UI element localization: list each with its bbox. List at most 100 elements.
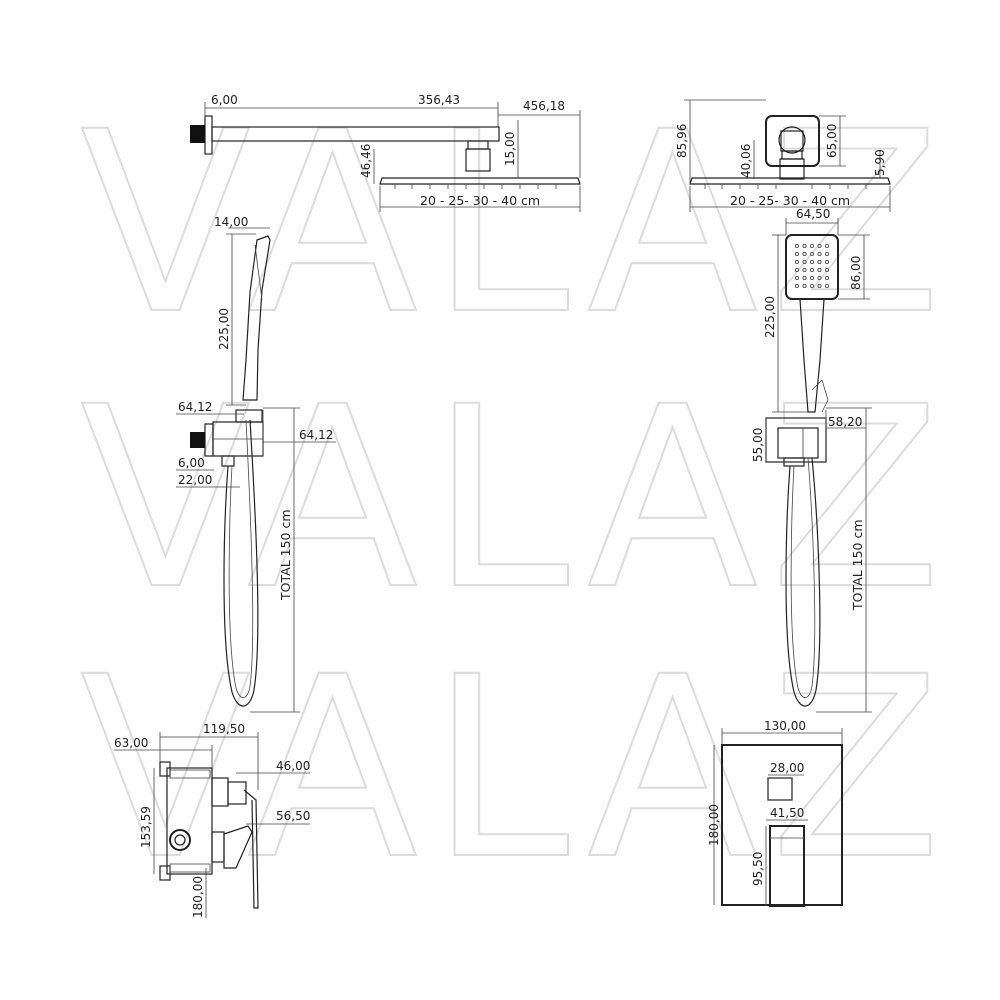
dim-55-00: 55,00 <box>751 428 765 462</box>
inlet-port-inner <box>174 834 186 846</box>
nozzle-dot <box>825 283 830 288</box>
nut-front <box>779 158 805 180</box>
lever-front <box>769 825 805 907</box>
dim-40-06: 40,06 <box>739 144 753 178</box>
dim-46-00: 46,00 <box>276 759 310 773</box>
watermark-row-3: VALAZ <box>80 623 953 914</box>
hand-shower-handle <box>799 298 825 413</box>
holder-thread <box>190 432 205 448</box>
dim-180-00-left: 180,00 <box>191 876 205 918</box>
nozzle-dot <box>802 283 807 288</box>
nozzle-dot <box>810 283 815 288</box>
shower-arm-side-view: 6,00 356,43 456,18 46,46 15,00 20 - 25- … <box>190 93 581 212</box>
nozzle-dot <box>802 259 807 264</box>
nozzle-dot <box>817 251 822 256</box>
nozzle-dot <box>817 283 822 288</box>
shower-arm <box>211 126 500 142</box>
diverter-knob-front <box>767 777 793 801</box>
watermark: VALAZ VALAZ VALAZ <box>79 77 953 915</box>
nozzle-dot <box>817 267 822 272</box>
rain-head-front <box>689 177 891 185</box>
dim-64-12-a: 64,12 <box>178 400 212 414</box>
box-tab-bottom <box>159 865 171 881</box>
wall-plate <box>765 115 820 167</box>
dim-85-96: 85,96 <box>675 124 689 158</box>
dim-46-46: 46,46 <box>359 144 373 178</box>
dim-58-20: 58,20 <box>828 415 862 429</box>
dim-153-59: 153,59 <box>139 806 153 848</box>
dim-6-00-mid: 6,00 <box>178 456 205 470</box>
nozzle-dot <box>810 275 815 280</box>
nozzle-dot <box>825 243 830 248</box>
dim-119-50: 119,50 <box>203 722 245 736</box>
dim-63-00: 63,00 <box>114 736 148 750</box>
hose-outer <box>223 419 259 707</box>
dim-22-00: 22,00 <box>178 473 212 487</box>
valve-side-view: 119,50 63,00 46,00 56,50 153,59 180,00 <box>114 722 310 918</box>
dim-15-00: 15,00 <box>503 132 517 166</box>
nozzle-dot <box>810 259 815 264</box>
hand-shower-nozzles <box>795 243 830 288</box>
dim-64-50: 64,50 <box>796 207 830 221</box>
rain-head-side <box>379 177 581 185</box>
hand-shower-body-side <box>242 235 271 401</box>
nozzles-front <box>704 184 867 189</box>
nozzle-dot <box>810 251 815 256</box>
nozzle-dot <box>817 243 822 248</box>
dim-356-43: 356,43 <box>418 93 460 107</box>
nozzle-dot <box>795 243 800 248</box>
wall-thread <box>190 125 205 143</box>
dim-130-00: 130,00 <box>764 719 806 733</box>
dim-5-90: 5,90 <box>873 149 887 176</box>
dim-41-50: 41,50 <box>770 806 804 820</box>
dim-180-00-right: 180,00 <box>707 804 721 846</box>
dim-14-00: 14,00 <box>214 215 248 229</box>
dim-total-right: TOTAL 150 cm <box>850 519 865 611</box>
nozzle-dot <box>795 267 800 272</box>
nozzle-dot <box>825 259 830 264</box>
valve-front-view: 130,00 28,00 41,50 180,00 95,50 <box>707 719 843 907</box>
nozzle-dot <box>825 275 830 280</box>
nozzle-dot <box>795 283 800 288</box>
dim-sizes-left: 20 - 25- 30 - 40 cm <box>420 193 540 208</box>
box-tab-top <box>159 761 171 777</box>
dim-6-00-top: 6,00 <box>211 93 238 107</box>
dim-64-12-b: 64,12 <box>299 428 333 442</box>
dim-total-left: TOTAL 150 cm <box>278 509 293 601</box>
nozzle-dot <box>825 267 830 272</box>
dim-225-00-right: 225,00 <box>763 296 777 338</box>
nozzle-dot <box>825 251 830 256</box>
nozzle-dot <box>810 267 815 272</box>
nozzle-dot <box>817 275 822 280</box>
cover-plate-side <box>243 789 259 909</box>
nozzle-dot <box>795 275 800 280</box>
inlet-port-outer <box>169 829 191 851</box>
hose-outer-front <box>785 457 821 707</box>
hand-shower-side-view: 14,00 225,00 64,12 64,12 6,00 22,00 TOTA… <box>176 215 336 713</box>
holder-cradle <box>235 409 263 423</box>
nozzle-dot <box>795 259 800 264</box>
dim-65-00: 65,00 <box>825 124 839 158</box>
watermark-row-2: VALAZ <box>80 353 953 644</box>
nozzle-dot <box>795 251 800 256</box>
dim-56-50: 56,50 <box>276 809 310 823</box>
dim-28-00: 28,00 <box>770 761 804 775</box>
nozzle-dot <box>802 243 807 248</box>
nozzle-dot <box>810 243 815 248</box>
valve-box <box>166 767 213 875</box>
hand-shower-front-view: 64,50 225,00 86,00 58,20 55,00 TOTAL 150… <box>751 207 872 713</box>
head-nut <box>465 148 491 172</box>
hose-inner-front <box>790 457 816 698</box>
lever-handle <box>223 825 253 869</box>
nozzle-dot <box>802 251 807 256</box>
nozzle-dot <box>802 267 807 272</box>
wall-plate-boss <box>778 126 806 154</box>
dim-456-18: 456,18 <box>523 99 565 113</box>
shower-head-front-view: 85,96 40,06 65,00 5,90 20 - 25- 30 - 40 … <box>675 99 891 212</box>
dim-86-00: 86,00 <box>849 256 863 290</box>
dim-95-50: 95,50 <box>751 852 765 886</box>
nozzle-dot <box>817 259 822 264</box>
hose-inner <box>228 419 254 698</box>
